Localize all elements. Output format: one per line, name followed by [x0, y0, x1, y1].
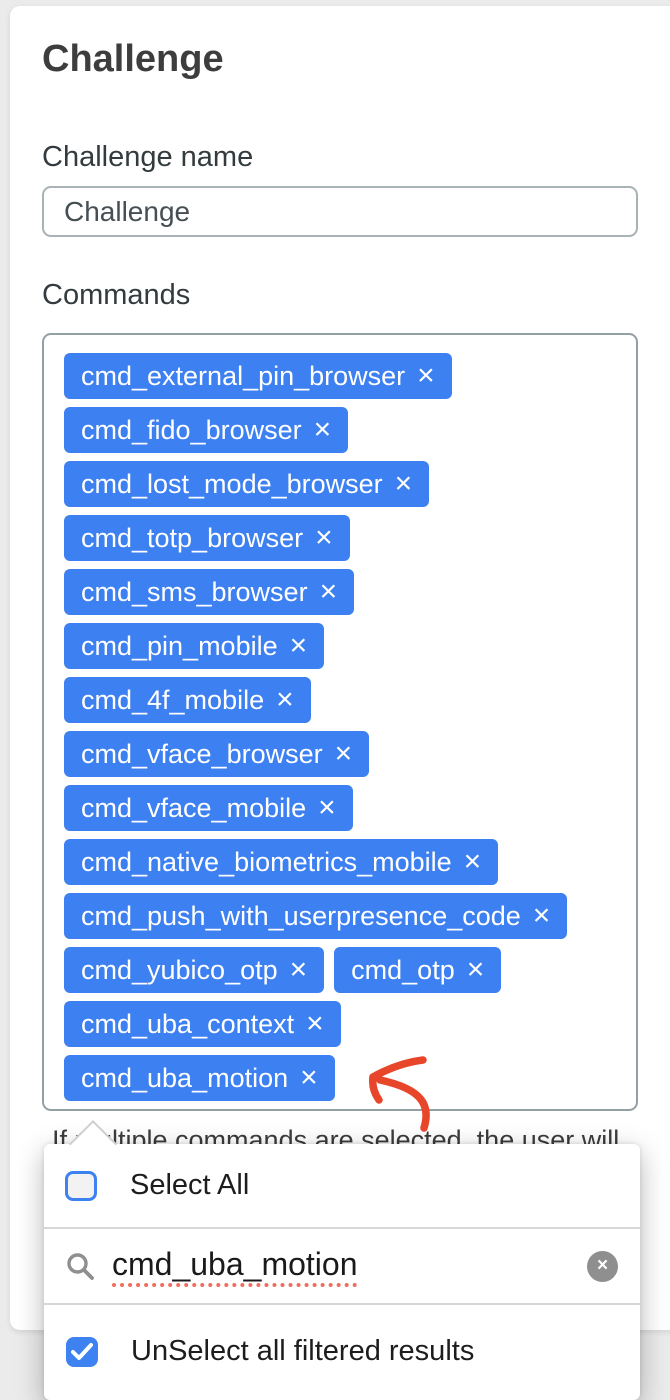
remove-tag-icon[interactable]: ×: [306, 1007, 324, 1040]
command-tag[interactable]: cmd_uba_motion ×: [64, 1055, 335, 1101]
command-tag[interactable]: cmd_yubico_otp ×: [64, 947, 325, 993]
remove-tag-icon[interactable]: ×: [300, 1061, 318, 1094]
command-tag-label: cmd_native_biometrics_mobile: [81, 846, 452, 877]
command-tag-label: cmd_uba_context: [81, 1008, 295, 1039]
command-tag-label: cmd_yubico_otp: [81, 954, 278, 985]
command-tag[interactable]: cmd_pin_mobile ×: [64, 623, 325, 669]
tag-row: cmd_vface_mobile ×: [64, 785, 624, 831]
commands-label: Commands: [42, 279, 191, 311]
command-tag-label: cmd_vface_mobile: [81, 792, 307, 823]
tag-row: cmd_uba_context ×: [64, 1001, 624, 1047]
command-tag-label: cmd_pin_mobile: [81, 630, 278, 661]
command-tag[interactable]: cmd_vface_browser ×: [64, 731, 370, 777]
tag-row: cmd_totp_browser ×: [64, 515, 624, 561]
command-tag[interactable]: cmd_totp_browser ×: [64, 515, 350, 561]
checkmark-icon: [71, 1342, 93, 1360]
command-tag-label: cmd_sms_browser: [81, 576, 308, 607]
remove-tag-icon[interactable]: ×: [466, 953, 485, 986]
filter-search-input[interactable]: cmd_uba_motion: [112, 1246, 358, 1287]
remove-tag-icon[interactable]: ×: [532, 899, 551, 932]
command-tag-label: cmd_otp: [351, 954, 455, 985]
remove-tag-icon[interactable]: ×: [276, 683, 294, 716]
command-tag-label: cmd_uba_motion: [81, 1062, 289, 1093]
unselect-filtered-option[interactable]: UnSelect all filtered results: [44, 1305, 640, 1398]
command-tag-label: cmd_lost_mode_browser: [81, 468, 383, 499]
command-tag-label: cmd_vface_browser: [81, 738, 323, 769]
remove-tag-icon[interactable]: ×: [289, 953, 308, 986]
clear-search-button[interactable]: ×: [587, 1250, 618, 1282]
command-tag[interactable]: cmd_external_pin_browser ×: [64, 353, 452, 399]
select-all-option[interactable]: Select All: [44, 1144, 640, 1229]
tag-row: cmd_native_biometrics_mobile ×: [64, 839, 624, 885]
tag-row: cmd_yubico_otp × cmd_otp ×: [64, 947, 624, 993]
remove-tag-icon[interactable]: ×: [463, 845, 482, 878]
commands-dropdown-panel: Select All cmd_uba_motion × UnSelect all…: [44, 1119, 640, 1400]
command-tag-label: cmd_push_with_userpresence_code: [81, 900, 521, 931]
command-tag[interactable]: cmd_lost_mode_browser ×: [64, 461, 430, 507]
challenge-name-input[interactable]: [42, 186, 638, 237]
remove-tag-icon[interactable]: ×: [319, 575, 338, 608]
challenge-card: Challenge Challenge name Commands cmd_ex…: [10, 6, 670, 1330]
remove-tag-icon[interactable]: ×: [313, 413, 332, 446]
command-tag[interactable]: cmd_fido_browser ×: [64, 407, 349, 453]
remove-tag-icon[interactable]: ×: [318, 791, 336, 824]
tag-row: cmd_sms_browser ×: [64, 569, 624, 615]
command-tag[interactable]: cmd_uba_context ×: [64, 1001, 341, 1047]
unselect-filtered-label: UnSelect all filtered results: [131, 1335, 475, 1367]
remove-tag-icon[interactable]: ×: [289, 629, 308, 662]
remove-tag-icon[interactable]: ×: [417, 359, 435, 392]
tag-row: cmd_vface_browser ×: [64, 731, 624, 777]
command-tag[interactable]: cmd_push_with_userpresence_code ×: [64, 893, 568, 939]
tag-row: cmd_lost_mode_browser ×: [64, 461, 624, 507]
page-title: Challenge: [42, 38, 224, 80]
challenge-name-label: Challenge name: [42, 141, 254, 173]
search-icon: [67, 1253, 94, 1280]
tag-row: cmd_push_with_userpresence_code ×: [64, 893, 624, 939]
command-tag[interactable]: cmd_otp ×: [334, 947, 502, 993]
tag-row: cmd_uba_motion ×: [64, 1055, 624, 1101]
command-tag-label: cmd_4f_mobile: [81, 684, 265, 715]
clear-icon: ×: [596, 1255, 609, 1276]
command-tag-label: cmd_external_pin_browser: [81, 360, 406, 391]
command-tag[interactable]: cmd_sms_browser ×: [64, 569, 355, 615]
tag-row: cmd_pin_mobile ×: [64, 623, 624, 669]
command-tag[interactable]: cmd_4f_mobile ×: [64, 677, 311, 723]
remove-tag-icon[interactable]: ×: [334, 737, 353, 770]
remove-tag-icon[interactable]: ×: [394, 467, 413, 500]
tag-row: cmd_4f_mobile ×: [64, 677, 624, 723]
command-tag-label: cmd_fido_browser: [81, 414, 302, 445]
select-all-checkbox[interactable]: [65, 1170, 97, 1201]
command-tag[interactable]: cmd_native_biometrics_mobile ×: [64, 839, 499, 885]
unselect-filtered-checkbox[interactable]: [66, 1336, 98, 1367]
remove-tag-icon[interactable]: ×: [315, 521, 333, 554]
select-all-label: Select All: [130, 1169, 250, 1201]
tag-row: cmd_fido_browser ×: [64, 407, 624, 453]
filter-search-row[interactable]: cmd_uba_motion ×: [44, 1229, 640, 1305]
commands-multiselect[interactable]: cmd_external_pin_browser×cmd_fido_browse…: [42, 333, 638, 1111]
command-tag-label: cmd_totp_browser: [81, 522, 304, 553]
tag-row: cmd_external_pin_browser ×: [64, 353, 624, 399]
command-tag[interactable]: cmd_vface_mobile ×: [64, 785, 353, 831]
